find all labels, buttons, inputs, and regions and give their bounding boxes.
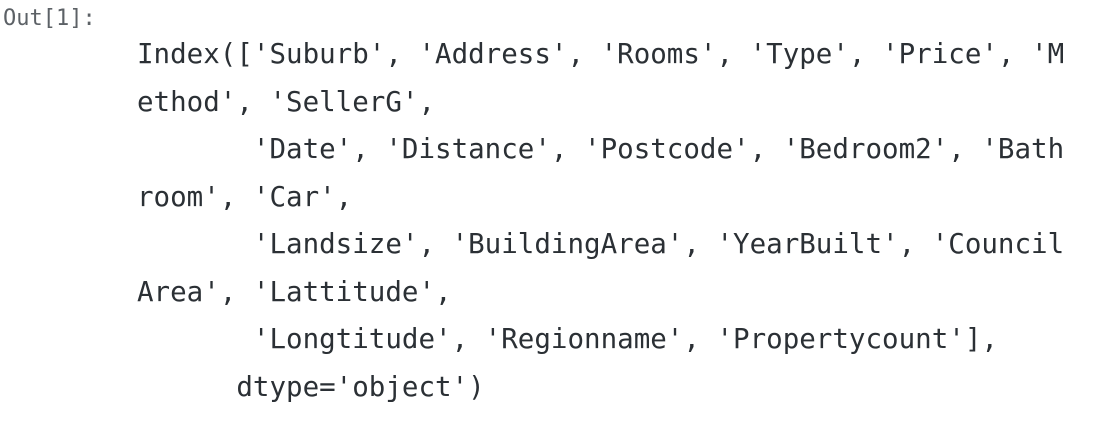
output-line: 'Longtitude', 'Regionname', 'Propertycou… — [137, 323, 998, 355]
output-text-area[interactable]: Index(['Suburb', 'Address', 'Rooms', 'Ty… — [137, 31, 1087, 411]
output-line: Index(['Suburb', 'Address', 'Rooms', 'Ty… — [137, 38, 1065, 70]
output-line: dtype='object') — [137, 370, 485, 403]
output-line: ethod', 'SellerG', — [137, 85, 436, 118]
output-line: 'Date', 'Distance', 'Postcode', 'Bedroom… — [137, 133, 1065, 165]
output-line: Area', 'Lattitude', — [137, 275, 452, 308]
output-line: 'Landsize', 'BuildingArea', 'YearBuilt',… — [137, 228, 1065, 260]
output-prompt-label: Out[1]: — [3, 6, 96, 31]
output-line: room', 'Car', — [137, 180, 353, 213]
